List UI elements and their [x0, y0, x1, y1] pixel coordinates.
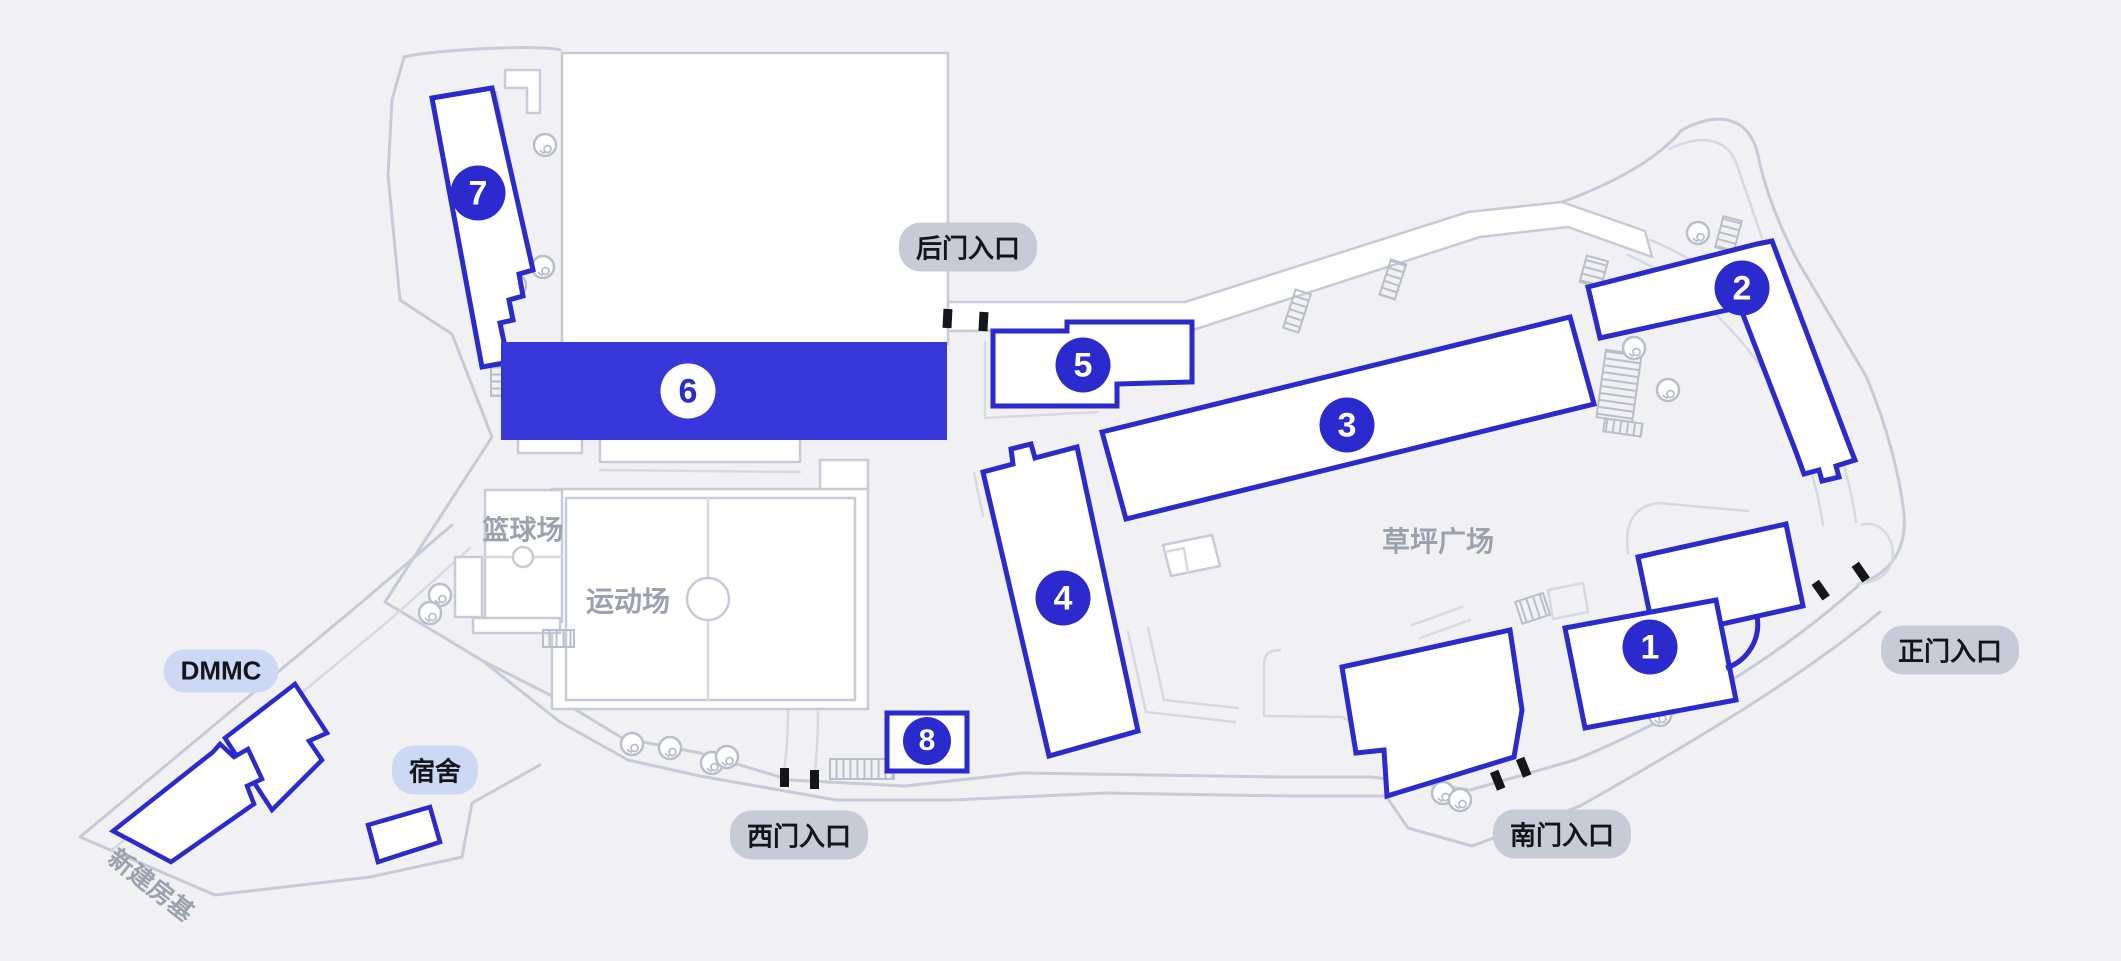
south-gate-tick	[1489, 769, 1506, 791]
stairs-hatch-cap	[1602, 417, 1644, 438]
tree-icon	[1685, 220, 1711, 246]
annex-line	[598, 468, 802, 474]
court-annex-bottom	[471, 616, 562, 635]
court-annex-left	[453, 555, 484, 619]
tree-icon	[1655, 377, 1681, 403]
lawn-house	[1161, 533, 1222, 578]
back-gate-tick	[978, 311, 989, 332]
lawn-walk-a	[1126, 630, 1237, 724]
shed-north-l	[503, 68, 542, 115]
lawn-walk-c	[1262, 648, 1402, 752]
building-badge-3[interactable]: 3	[1319, 397, 1375, 453]
boundary-east-outer	[1678, 117, 1906, 586]
building-badge-8[interactable]: 8	[903, 717, 951, 765]
west-gate-path-b	[812, 710, 820, 782]
cluster-walk-b	[1418, 618, 1472, 640]
west-gate-label[interactable]: 西门入口	[729, 810, 869, 860]
stairs-hatch	[1595, 348, 1643, 424]
stairs-hatch	[542, 629, 575, 648]
building-badge-5[interactable]: 5	[1055, 337, 1111, 393]
tree-icon	[1447, 787, 1473, 813]
back-gate-tick	[942, 308, 953, 329]
boundary-northeast	[1560, 130, 1682, 204]
south-gate-tick	[1515, 756, 1532, 778]
tree-icon	[532, 132, 558, 158]
main-gate-tick	[1851, 561, 1870, 583]
west-gate-tick	[810, 770, 819, 789]
map-zones	[472, 51, 1654, 578]
building-badge-2[interactable]: 2	[1714, 260, 1770, 316]
main-gate-label[interactable]: 正门入口	[1880, 625, 2020, 675]
lawn-plaza-label: 草坪广场	[1381, 526, 1495, 557]
dmmc-label[interactable]: DMMC	[163, 649, 279, 693]
building-badge-7[interactable]: 7	[450, 165, 506, 221]
building-badge-6[interactable]: 6	[660, 363, 716, 419]
building-7-shape[interactable]	[429, 85, 536, 370]
main-gate-curl	[1856, 522, 1894, 586]
boundary-east-inner	[1667, 139, 1764, 240]
west-gate-tick	[780, 768, 789, 787]
south-road-lower	[481, 610, 1882, 848]
south-gate-label[interactable]: 南门入口	[1492, 809, 1632, 859]
boundary-west	[383, 55, 624, 740]
tree-icon	[417, 600, 443, 626]
sports-field-label: 运动场	[585, 586, 671, 617]
dorm-building-shape[interactable]	[365, 804, 443, 865]
back-gate-label[interactable]: 后门入口	[898, 222, 1038, 272]
stairs-hatch	[1514, 591, 1552, 625]
tree-icon	[530, 254, 556, 280]
dmmc-building-b-shape[interactable]	[108, 740, 265, 865]
building-badge-4[interactable]: 4	[1035, 570, 1091, 626]
shed-annex-a	[516, 436, 584, 455]
shed-annex-b	[598, 436, 802, 464]
building-6-shape[interactable]	[501, 342, 947, 440]
field-center-circle	[685, 576, 731, 622]
west-gate-path-a	[781, 708, 790, 780]
lawn-house-step	[1163, 546, 1190, 575]
dmmc-building-a-shape[interactable]	[221, 680, 331, 814]
dorm-label[interactable]: 宿舍	[391, 745, 479, 795]
b5-shadow	[983, 340, 1100, 420]
main-gate-tick	[1811, 579, 1830, 601]
tree-icon	[619, 731, 645, 757]
road-hatch	[1378, 258, 1408, 301]
boundary-northwest	[402, 46, 562, 59]
tree-icon	[714, 744, 740, 770]
tree-icon	[1621, 335, 1647, 361]
building-badge-1[interactable]: 1	[1622, 619, 1678, 675]
north-plaza	[560, 51, 950, 346]
crosswalk-hatch	[829, 758, 895, 780]
road-hatch	[1281, 288, 1313, 334]
spur-edge-outer	[78, 523, 542, 897]
cluster-step-box	[1546, 581, 1590, 621]
tree-icon	[657, 735, 683, 761]
map-gates	[780, 308, 1870, 791]
basketball-court-label: 篮球场	[482, 515, 564, 546]
b4-side-line	[972, 471, 985, 518]
building-1-west-wing-shape[interactable]	[1339, 626, 1525, 800]
lawn-walk-b	[1146, 626, 1240, 710]
sports-areas	[453, 487, 870, 711]
cluster-north-road	[1625, 501, 1750, 555]
court-circle	[511, 545, 535, 569]
stairs-hatch	[1713, 214, 1744, 254]
cluster-walk-a	[1410, 605, 1464, 627]
map-buildings	[108, 85, 1859, 865]
building-1-arc	[1725, 615, 1761, 671]
